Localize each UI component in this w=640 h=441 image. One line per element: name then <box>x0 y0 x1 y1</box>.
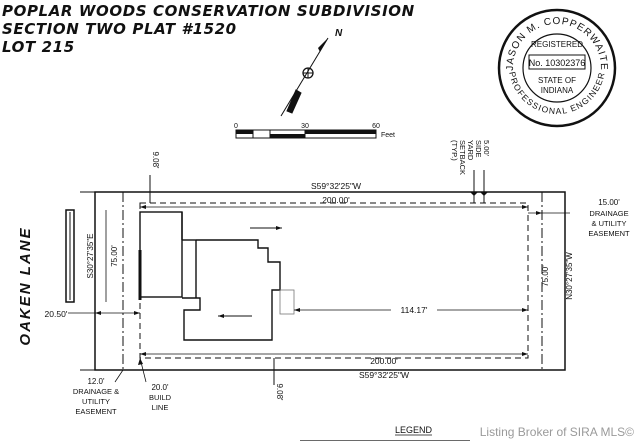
right-bearing-label: N30°27'35"W <box>565 252 574 300</box>
bottom-bearing-label: S59°32'25"W <box>359 370 409 380</box>
svg-text:(TYP.): (TYP.) <box>450 140 459 161</box>
svg-text:EASEMENT: EASEMENT <box>75 407 117 416</box>
left-distance-label: 75.00' <box>110 245 119 267</box>
scale-unit: Feet <box>381 132 395 139</box>
seal-registered: REGISTERED <box>531 40 583 49</box>
scale-tick-0: 0 <box>234 123 238 130</box>
left-drainage-easement-note: 12.0' DRAINAGE & UTILITY EASEMENT <box>73 377 119 416</box>
subdivision-title: POPLAR WOODS CONSERVATION SUBDIVISION <box>2 2 415 20</box>
svg-text:BUILD: BUILD <box>149 393 172 402</box>
top-distance-label: 200.00' <box>322 195 350 205</box>
seal-state-of: STATE OF <box>538 76 576 85</box>
svg-text:EASEMENT: EASEMENT <box>588 229 630 238</box>
svg-text:15.00': 15.00' <box>598 198 620 207</box>
left-bearing-label: S30°27'35"E <box>86 234 95 279</box>
right-drainage-easement-note: 15.00' DRAINAGE & UTILITY EASEMENT <box>588 198 630 238</box>
house-footprint <box>138 211 295 341</box>
svg-text:& UTILITY: & UTILITY <box>591 219 626 228</box>
svg-text:LINE: LINE <box>152 403 169 412</box>
build-line-note: 20.0' BUILD LINE <box>149 383 172 412</box>
right-distance-label: 75.00' <box>541 265 550 287</box>
svg-text:SIDE: SIDE <box>474 140 483 158</box>
north-arrow-icon: N <box>280 28 343 117</box>
side-yard-setback-note: 5.00' SIDE YARD SETBACK (TYP.) <box>450 140 491 175</box>
top-offset-label: 9.08' <box>151 151 160 169</box>
seal-license-number: No. 10302376 <box>529 58 586 68</box>
street-curb <box>65 209 75 303</box>
seal-state: INDIANA <box>541 86 574 95</box>
svg-text:DRAINAGE &: DRAINAGE & <box>73 387 119 396</box>
building-setback-line <box>139 202 529 359</box>
bottom-distance-label: 200.00' <box>370 356 398 366</box>
svg-text:12.0': 12.0' <box>87 377 105 386</box>
engineer-seal: JASON M. COPPERWAITE PROFESSIONAL ENGINE… <box>497 8 617 128</box>
svg-text:5.00': 5.00' <box>482 140 491 157</box>
house-depth-label: 114.17' <box>401 305 428 315</box>
plat-section-title: SECTION TWO PLAT #1520 <box>2 20 237 38</box>
legend-heading: LEGEND <box>395 425 433 435</box>
svg-text:20.0': 20.0' <box>151 383 169 392</box>
scale-bar: 0 30 60 Feet <box>234 123 395 139</box>
svg-text:UTILITY: UTILITY <box>82 397 110 406</box>
top-bearing-label: S59°32'25"W <box>311 181 361 191</box>
scale-tick-60: 60 <box>372 123 380 130</box>
bottom-offset-label: 9.08' <box>275 383 284 401</box>
svg-text:YARD: YARD <box>466 140 475 161</box>
north-label: N <box>335 28 343 39</box>
mls-watermark: Listing Broker of SIRA MLS© <box>479 425 634 439</box>
svg-text:SETBACK: SETBACK <box>458 140 467 175</box>
svg-text:DRAINAGE: DRAINAGE <box>589 209 628 218</box>
street-name-label: OAKEN LANE <box>17 226 34 345</box>
lot-boundary <box>94 191 566 371</box>
front-setback-label: 20.50' <box>45 309 68 319</box>
lot-title: LOT 215 <box>2 38 75 56</box>
scale-tick-30: 30 <box>301 123 309 130</box>
